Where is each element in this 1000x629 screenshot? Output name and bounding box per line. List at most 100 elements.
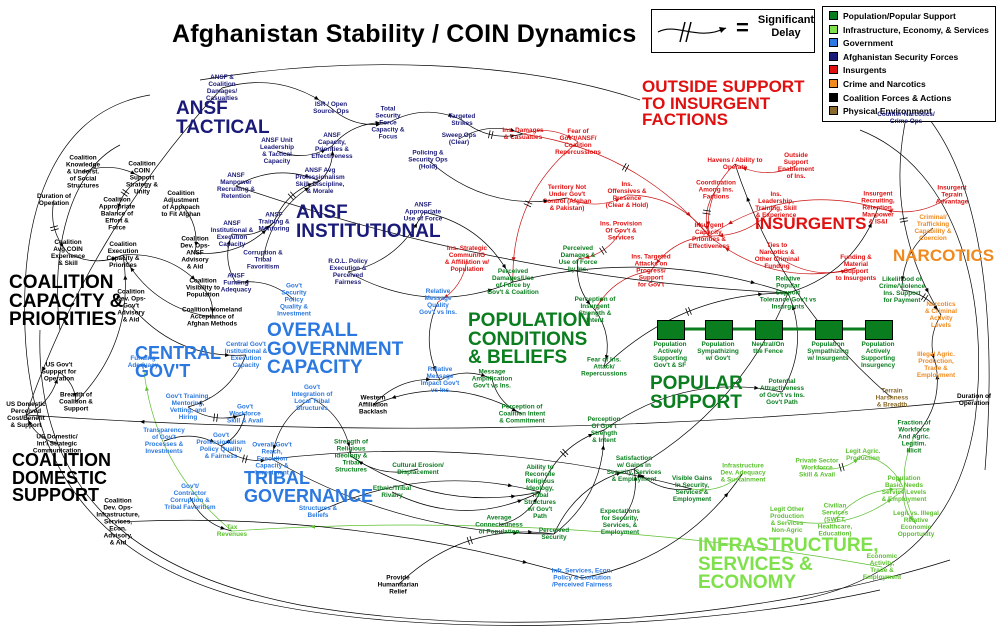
causal-link [397, 531, 555, 586]
arrowhead [543, 199, 549, 204]
causal-link [498, 491, 541, 526]
delay-mark [923, 294, 929, 303]
delay-mark [622, 163, 627, 171]
causal-link [577, 230, 622, 260]
legend-label: Coalition Forces & Actions [843, 92, 952, 103]
page-title: Afghanistan Stability / COIN Dynamics [172, 20, 637, 48]
arrowhead [727, 220, 733, 225]
legend-label: Crime and Narcotics [843, 79, 926, 89]
causal-link [187, 354, 247, 408]
delay-mark [122, 189, 130, 195]
arrowhead [886, 498, 892, 504]
arrowhead [532, 498, 537, 504]
causal-link [231, 221, 275, 236]
arrowhead [615, 198, 620, 203]
causal-link [262, 180, 321, 261]
causal-link [787, 207, 879, 294]
causal-link [25, 414, 58, 445]
causal-link [347, 211, 424, 273]
causal-link [347, 271, 514, 298]
causal-link [122, 254, 213, 318]
causal-link [130, 305, 247, 356]
arrowhead [754, 385, 759, 390]
node-ins-offensive: Ins.Offensives &Presence(Clear & Hold) [605, 181, 649, 209]
arrowhead [42, 366, 46, 372]
arrowhead [933, 305, 938, 310]
arrowhead [501, 263, 506, 269]
legend-item: Crime and Narcotics [829, 79, 926, 89]
arrowhead [601, 445, 606, 450]
legend-item: Infrastructure, Economy, & Services [829, 24, 989, 35]
causal-link [626, 194, 710, 237]
causal-link [180, 203, 197, 254]
causal-link [903, 436, 917, 525]
legend-item: Physical Environment [829, 106, 932, 116]
causal-link [202, 287, 213, 318]
legend-item: Coalition Forces & Actions [829, 92, 952, 103]
arrowhead [724, 247, 730, 252]
population-stock [815, 320, 843, 340]
delay-label: Significant Delay [757, 14, 815, 39]
causal-link [117, 519, 583, 579]
legend-item: Afghanistan Security Forces [829, 51, 958, 62]
arrowhead [604, 354, 609, 360]
arrowhead [264, 225, 270, 230]
delay-mark [688, 307, 692, 315]
node-illegal-agric: Illegal Agric.Production,Trade &Employme… [916, 351, 956, 379]
causal-link [776, 255, 857, 274]
delay-mark [838, 463, 842, 472]
arrowhead [209, 438, 215, 443]
arrowhead [599, 297, 604, 303]
legend-swatch-icon [829, 11, 838, 20]
node-ins-leader: Ins.Leadership,Training, Skill& Experien… [755, 191, 797, 219]
causal-link [235, 185, 789, 294]
arrowhead [310, 524, 316, 529]
node-ins-damages: Ins. Damages& Casualties [502, 127, 544, 141]
causal-link [901, 227, 934, 291]
delay-equals: = [736, 15, 749, 40]
causal-link [461, 119, 524, 137]
arrowhead [908, 515, 913, 521]
arrowhead [510, 134, 515, 139]
causal-link [458, 127, 524, 140]
arrowhead [704, 225, 709, 231]
arrowhead [117, 203, 122, 209]
arrowhead [517, 499, 523, 504]
arrowhead [197, 400, 203, 405]
node-fear-ins: Fear of Ins.Attack/Repercussions [581, 356, 627, 378]
arrowhead [304, 187, 309, 192]
causal-link [603, 386, 783, 431]
causal-link [903, 488, 917, 525]
arrowhead [307, 183, 313, 187]
legend-label: Population/Popular Support [843, 11, 956, 21]
causal-link [650, 235, 710, 272]
arrowhead [723, 492, 729, 498]
sector-label-infrastructure: INFRASTRUCTURE,SERVICES &ECONOMY [698, 535, 879, 594]
